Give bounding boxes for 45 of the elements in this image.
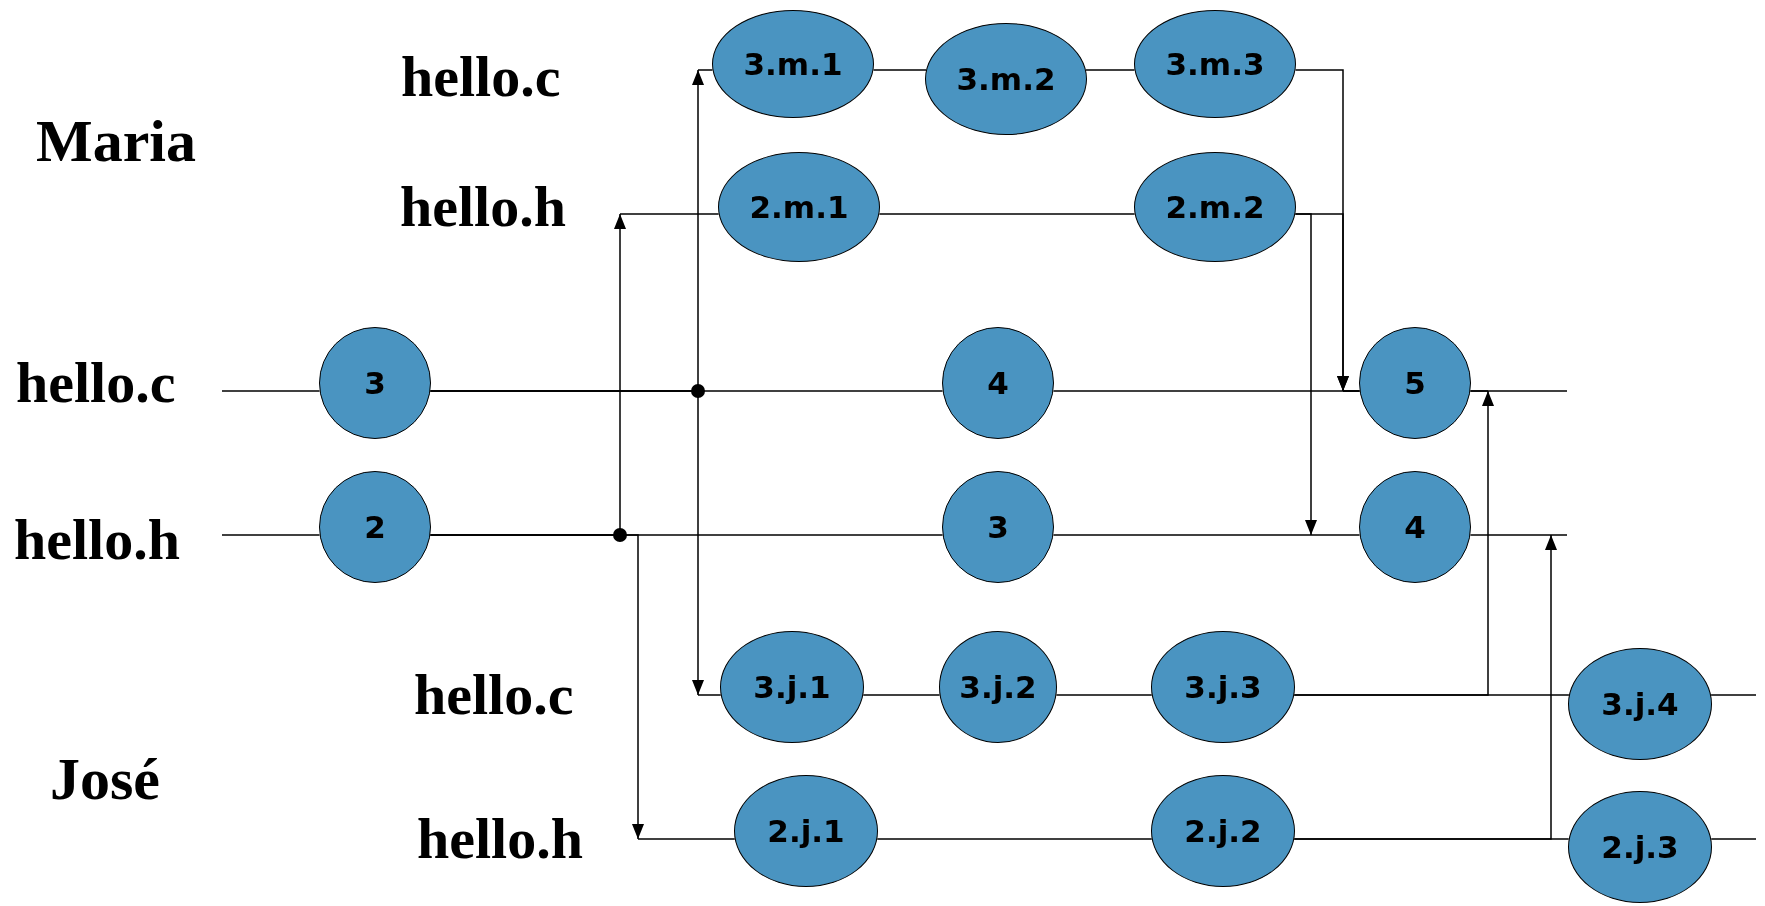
version-circle: 5 (1359, 327, 1471, 439)
arrow (1293, 534, 1557, 840)
connector-line (862, 694, 941, 696)
version-ellipse: 2.j.1 (734, 775, 878, 887)
version-circle: 2 (319, 471, 431, 583)
connector-line (637, 838, 736, 840)
connector-line (876, 838, 1153, 840)
row-label: hello.c (401, 45, 561, 109)
version-ellipse: 3.j.3 (1151, 631, 1295, 743)
version-ellipse: 3.j.4 (1568, 648, 1712, 760)
arrow (1293, 390, 1494, 696)
row-label: hello.h (400, 175, 566, 239)
connector-line (878, 213, 1136, 215)
version-circle: 4 (942, 327, 1054, 439)
version-circle: 4 (1359, 471, 1471, 583)
connector-line (1710, 838, 1757, 840)
version-ellipse: 3.m.2 (925, 23, 1087, 135)
row-label: hello.c (414, 663, 574, 727)
person-label: José (50, 746, 160, 812)
row-label: hello.h (417, 807, 583, 871)
arrow (1294, 213, 1317, 536)
connector-line (221, 390, 321, 392)
version-circle: 3 (319, 327, 431, 439)
version-ellipse: 2.m.1 (718, 152, 880, 262)
arrow (429, 534, 644, 840)
version-ellipse: 2.m.2 (1134, 152, 1296, 262)
version-ellipse: 3.j.2 (939, 631, 1057, 743)
connector-line (619, 213, 720, 215)
connector-line (1710, 694, 1757, 696)
version-ellipse: 2.j.2 (1151, 775, 1295, 887)
version-ellipse: 3.m.3 (1134, 10, 1296, 118)
connector-line (1052, 534, 1361, 536)
connector-line (1469, 534, 1568, 536)
version-circle: 3 (942, 471, 1054, 583)
connector-line (872, 69, 927, 71)
arrow (429, 390, 722, 696)
version-ellipse: 3.j.1 (720, 631, 864, 743)
connector-line (1085, 69, 1136, 71)
version-ellipse: 3.m.1 (712, 10, 874, 118)
person-label: Maria (36, 108, 196, 174)
version-ellipse: 2.j.3 (1568, 791, 1712, 903)
row-label: hello.c (16, 351, 176, 415)
connector-line (1055, 694, 1153, 696)
row-label: hello.h (14, 508, 180, 572)
connector-line (221, 534, 321, 536)
